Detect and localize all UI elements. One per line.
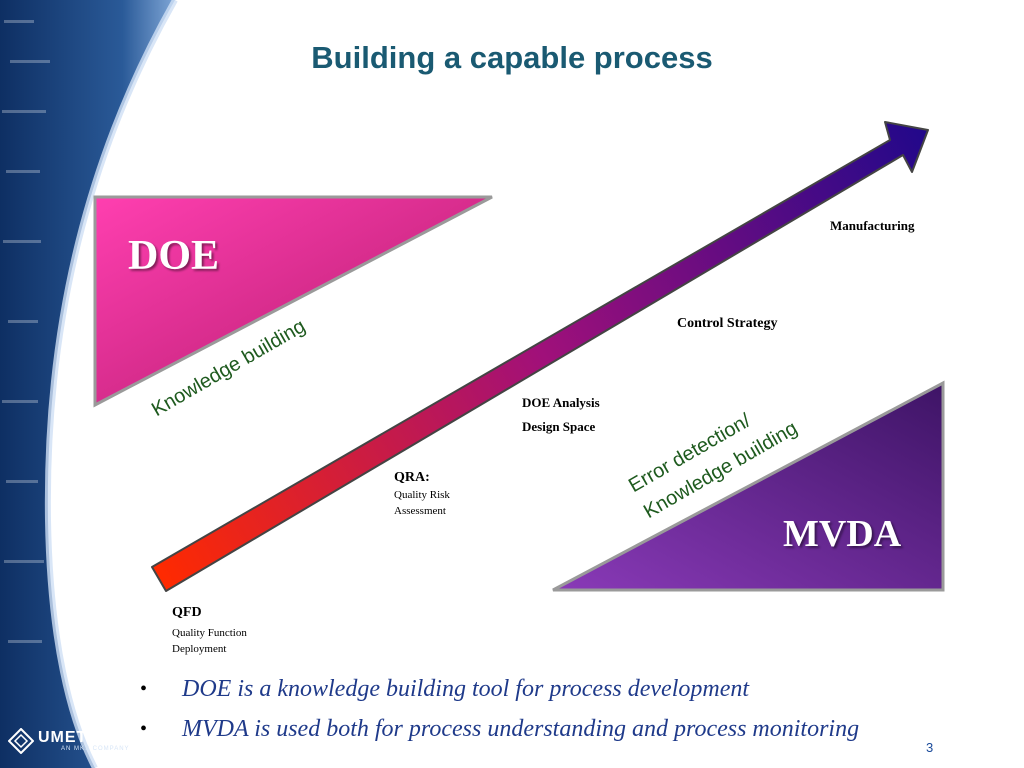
umetrics-logo: UMETRICS AN MKS COMPANY <box>8 728 130 754</box>
stage-doe-analysis: DOE Analysis Design Space <box>522 391 600 439</box>
bullet-text: DOE is a knowledge building tool for pro… <box>182 676 750 702</box>
stage-qfd-line2: Deployment <box>172 643 227 655</box>
doe-triangle <box>93 195 493 408</box>
bullet-dot: • <box>140 678 148 700</box>
stage-qfd: QFD Quality Function Deployment <box>172 605 247 657</box>
bullet-item: • DOE is a knowledge building tool for p… <box>140 672 859 712</box>
page-number: 3 <box>926 740 934 755</box>
doe-label: DOE <box>128 233 220 279</box>
stage-doe-analysis-line1: DOE Analysis <box>522 395 600 410</box>
slide-title: Building a capable process <box>311 40 713 75</box>
stage-qfd-title: QFD <box>172 605 202 620</box>
mvda-label: MVDA <box>783 513 902 555</box>
stage-qra-title: QRA: <box>394 470 430 485</box>
stage-control-strategy: Control Strategy <box>677 316 778 331</box>
mvda-triangle <box>552 380 945 592</box>
umetrics-logo-icon <box>8 728 34 754</box>
stage-qfd-line1: Quality Function <box>172 627 247 639</box>
stage-doe-analysis-line2: Design Space <box>522 419 596 434</box>
stage-qra: QRA: Quality Risk Assessment <box>394 470 450 519</box>
stage-qra-line2: Assessment <box>394 505 446 517</box>
logo-name: UMETRICS <box>38 729 130 746</box>
stage-manufacturing: Manufacturing <box>830 218 915 233</box>
bullet-list: • DOE is a knowledge building tool for p… <box>140 672 859 752</box>
left-decorative-band <box>0 0 175 768</box>
bullet-item: • MVDA is used both for process understa… <box>140 712 859 752</box>
logo-tagline: AN MKS COMPANY <box>61 746 130 752</box>
progress-arrow <box>151 121 929 592</box>
bullet-dot: • <box>140 718 148 740</box>
bullet-text: MVDA is used both for process understand… <box>182 716 860 742</box>
stage-qra-line1: Quality Risk <box>394 489 450 501</box>
